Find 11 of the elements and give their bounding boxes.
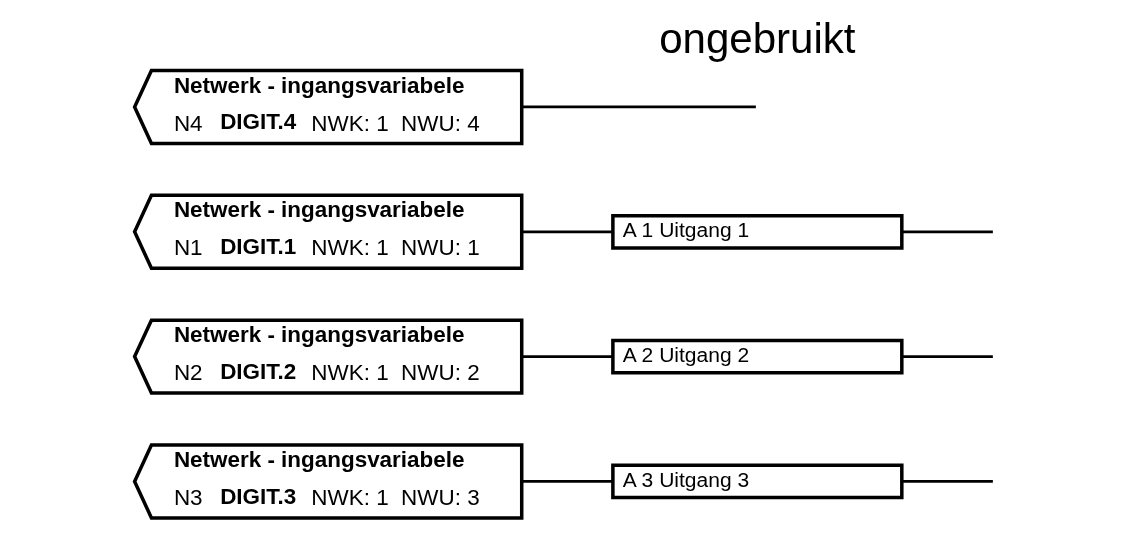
node-box: A 1 Uitgang 1: [610, 213, 904, 250]
node-box: A 3 Uitgang 3: [610, 463, 904, 500]
connector: [521, 480, 613, 483]
connector: [521, 105, 756, 109]
node-box: A 2 Uitgang 2: [610, 338, 904, 375]
connector: [521, 230, 613, 234]
connector: [901, 480, 993, 483]
label: ongebruikt: [658, 14, 856, 62]
connector: [521, 355, 613, 358]
connector: [901, 230, 993, 234]
connector: [901, 355, 993, 358]
